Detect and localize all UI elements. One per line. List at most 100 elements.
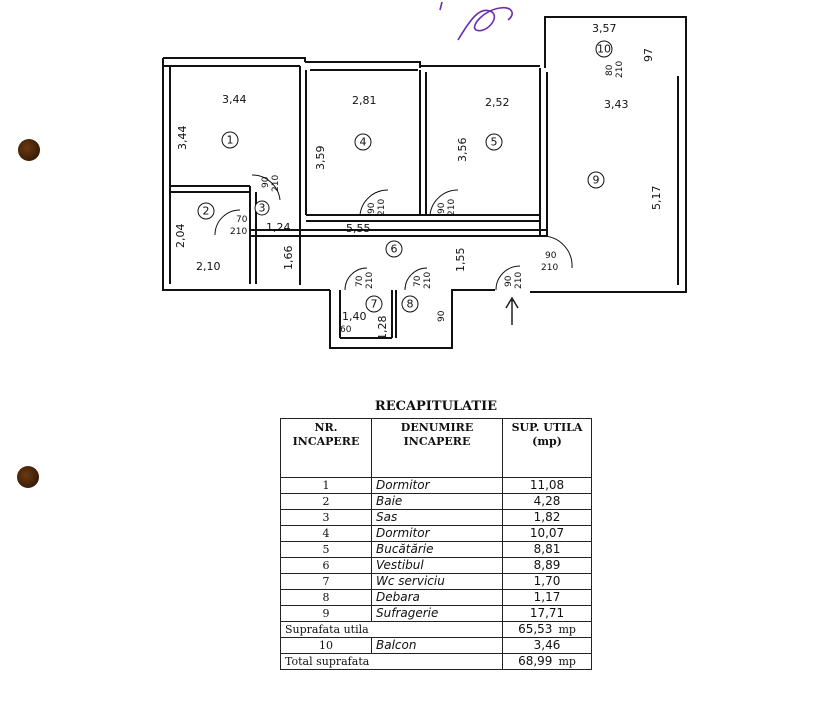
- unit-label: mp: [558, 623, 576, 636]
- row-area: 1,82: [502, 509, 592, 526]
- header-name: DENUMIRE INCAPERE: [371, 418, 503, 478]
- table-row: 7 Wc serviciu 1,70: [280, 573, 592, 590]
- balcony-row: 10 Balcon 3,46: [280, 637, 592, 654]
- dim-text: 1,28: [376, 316, 389, 341]
- table-row: 4 Dormitor 10,07: [280, 525, 592, 542]
- door-label: 210: [365, 272, 375, 289]
- table-header-row: NR. INCAPERE DENUMIRE INCAPERE SUP. UTIL…: [280, 418, 592, 478]
- row-nr: 7: [280, 573, 372, 590]
- useful-area-row: Suprafata utila 65,53 mp: [280, 621, 592, 638]
- handwritten-scribble: [439, 1, 513, 41]
- dim-text: 1,40: [342, 310, 367, 323]
- room-number: 7: [371, 298, 378, 311]
- row-nr: 3: [280, 509, 372, 526]
- useful-area-cell: 65,53 mp: [502, 621, 592, 638]
- table-row: 5 Bucătărie 8,81: [280, 541, 592, 558]
- entrance-arrow: [505, 296, 519, 325]
- dim-text: 3,59: [314, 146, 327, 171]
- room-number: 1: [227, 134, 234, 147]
- row-area: 8,89: [502, 557, 592, 574]
- total-area-value: 68,99: [518, 654, 553, 668]
- dim-text: 3,44: [222, 93, 247, 106]
- row-name: Sas: [371, 509, 503, 526]
- dim-text: 5,55: [346, 222, 371, 235]
- total-area-row: Total suprafata 68,99 mp: [280, 653, 592, 670]
- room-number: 10: [597, 43, 611, 56]
- useful-area-label: Suprafata utila: [280, 621, 503, 638]
- door-label: 70: [355, 275, 365, 287]
- door-label: 210: [230, 227, 247, 237]
- room-number: 6: [391, 243, 398, 256]
- outer-walls: [162, 16, 687, 349]
- door-label: 90: [504, 275, 514, 287]
- table-row: 8 Debara 1,17: [280, 589, 592, 606]
- door-label: 210: [271, 175, 281, 192]
- door-label: 210: [423, 272, 433, 289]
- door-swings: [214, 174, 573, 291]
- header-area: SUP. UTILA (mp): [502, 418, 592, 478]
- room-number: 8: [407, 298, 414, 311]
- table-row: 1 Dormitor 11,08: [280, 477, 592, 494]
- row-nr: 4: [280, 525, 372, 542]
- room-markers: [197, 40, 613, 313]
- row-name: Debara: [371, 589, 503, 606]
- door-label: 210: [514, 272, 524, 289]
- row-nr: 1: [280, 477, 372, 494]
- dim-text: 3,57: [592, 22, 617, 35]
- door-label: 90: [545, 251, 557, 261]
- door-label: 90: [261, 176, 271, 188]
- row-area: 8,81: [502, 541, 592, 558]
- floor-plan-drawing: 3,57 3,44 2,81 2,52 3,43 3,44 3,59 3,56 …: [162, 1, 687, 349]
- door-label: 70: [236, 215, 248, 225]
- row-nr: 8: [280, 589, 372, 606]
- dim-text: 3,56: [456, 138, 469, 163]
- row-name: Wc serviciu: [371, 573, 503, 590]
- balcony-area: 3,46: [502, 637, 592, 654]
- door-label: 80: [605, 64, 615, 76]
- room-number: 3: [259, 202, 266, 215]
- door-label: 90: [437, 202, 447, 214]
- header-nr: NR. INCAPERE: [280, 418, 372, 478]
- row-area: 10,07: [502, 525, 592, 542]
- balcony-name: Balcon: [371, 637, 503, 654]
- punch-hole-bottom: [17, 466, 39, 488]
- unit-label: mp: [558, 655, 576, 668]
- row-name: Sufragerie: [371, 605, 503, 622]
- door-label: 70: [413, 275, 423, 287]
- punch-hole-top: [18, 139, 40, 161]
- room-number: 2: [203, 205, 210, 218]
- table-row: 2 Baie 4,28: [280, 493, 592, 510]
- dim-text: 1,24: [266, 221, 291, 234]
- table-row: 3 Sas 1,82: [280, 509, 592, 526]
- dim-text: 5,17: [650, 186, 663, 211]
- row-area: 1,70: [502, 573, 592, 590]
- useful-area-value: 65,53: [518, 622, 553, 636]
- total-area-label: Total suprafata: [280, 653, 503, 670]
- recap-title: RECAPITULATIE: [374, 399, 498, 414]
- dim-text: 1,66: [282, 246, 295, 271]
- dim-text: 3,44: [176, 126, 189, 151]
- row-area: 17,71: [502, 605, 592, 622]
- room-number: 4: [360, 136, 367, 149]
- row-nr: 2: [280, 493, 372, 510]
- row-name: Dormitor: [371, 477, 503, 494]
- row-area: 4,28: [502, 493, 592, 510]
- dim-text: 2,52: [485, 96, 510, 109]
- door-label: 210: [377, 199, 387, 216]
- room-number: 5: [491, 136, 498, 149]
- door-label: 60: [340, 325, 352, 335]
- row-area: 11,08: [502, 477, 592, 494]
- dim-text: 2,81: [352, 94, 377, 107]
- dim-text: 3,43: [604, 98, 629, 111]
- door-label: 90: [367, 202, 377, 214]
- dim-text: 97: [642, 48, 655, 62]
- room-number: 9: [593, 174, 600, 187]
- row-nr: 6: [280, 557, 372, 574]
- door-label: 210: [615, 61, 625, 78]
- row-area: 1,17: [502, 589, 592, 606]
- row-name: Bucătărie: [371, 541, 503, 558]
- row-nr: 9: [280, 605, 372, 622]
- door-label: 90: [437, 310, 447, 322]
- dim-text: 2,10: [196, 260, 221, 273]
